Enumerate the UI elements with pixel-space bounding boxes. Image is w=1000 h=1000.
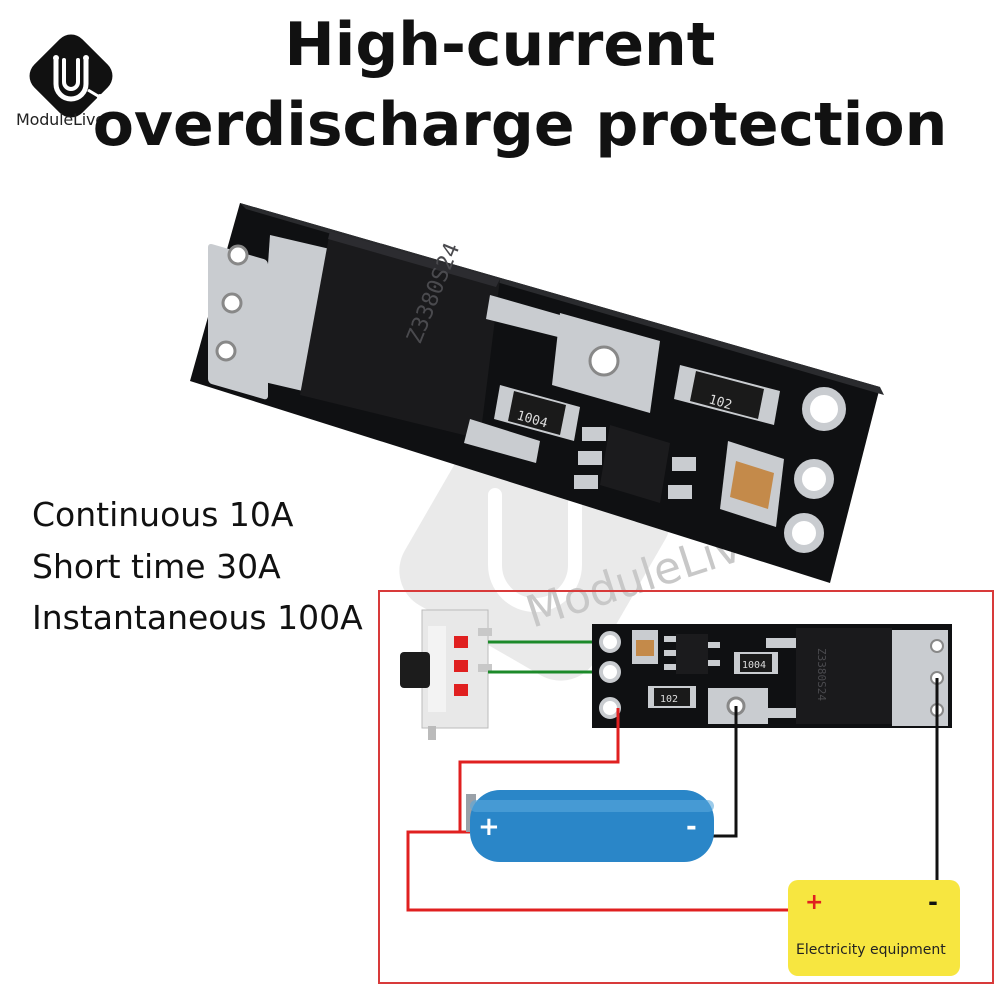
equipment-minus-label: - — [928, 888, 938, 916]
wiring-diagram-frame — [378, 590, 994, 984]
mosfet-marking-diagram: Z3380S24 — [815, 648, 828, 701]
diagram-mosfet — [796, 628, 892, 724]
resistor2-marking-diagram: 102 — [660, 694, 678, 705]
page-title-line2: overdischarge protection — [92, 90, 948, 160]
page-title-line1: High-current — [284, 10, 716, 80]
slide-switch-icon — [400, 609, 492, 740]
spec-instantaneous: Instantaneous 100A — [32, 598, 363, 637]
left-terminal-holes — [215, 244, 249, 362]
mosfet-chip — [300, 231, 500, 439]
battery-minus-label: - — [686, 812, 697, 842]
spec-continuous: Continuous 10A — [32, 495, 294, 534]
spec-short-time: Short time 30A — [32, 547, 281, 586]
battery-plus-label: + — [478, 812, 500, 842]
equipment-plus-label: + — [805, 890, 824, 915]
brand-name: ModuleLive — [16, 110, 105, 129]
wiring-diagram: 1004 102 Z3380S24 — [400, 609, 952, 912]
equipment-label: Electricity equipment — [796, 942, 946, 958]
battery-cell-icon — [466, 790, 714, 862]
capacitor — [730, 461, 774, 509]
resistor-102 — [690, 371, 764, 419]
control-ic — [600, 425, 670, 503]
electricity-equipment-box — [788, 880, 960, 976]
resistor2-marking-top: 102 — [707, 392, 734, 413]
resistor-1004 — [508, 391, 566, 435]
pcb-module-photo: Z3380S24 1004 102 — [190, 203, 884, 583]
right-terminal-holes — [784, 387, 846, 553]
resistor1-marking-diagram: 1004 — [742, 660, 766, 671]
diagram-ic — [676, 634, 708, 674]
moduleliv-logo-icon — [29, 34, 113, 118]
